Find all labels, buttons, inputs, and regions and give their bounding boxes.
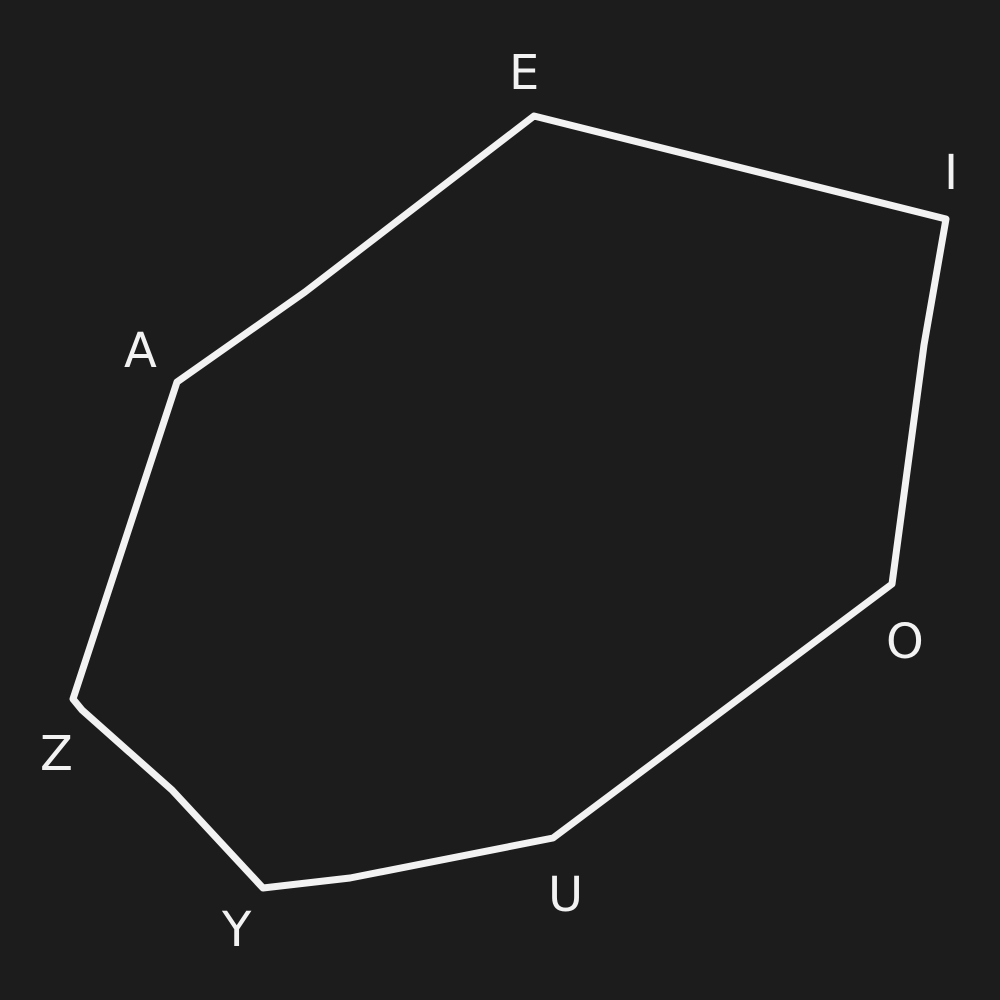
vertex-label-a: A (124, 323, 157, 379)
vertex-label-e: E (509, 45, 539, 101)
vertex-label-y: Y (221, 902, 252, 958)
vertex-label-u: U (548, 867, 583, 923)
vertex-label-o: O (886, 614, 924, 670)
polygon-outline (69, 112, 950, 892)
vertex-label-i: I (944, 145, 958, 201)
vertex-label-z: Z (40, 726, 73, 782)
